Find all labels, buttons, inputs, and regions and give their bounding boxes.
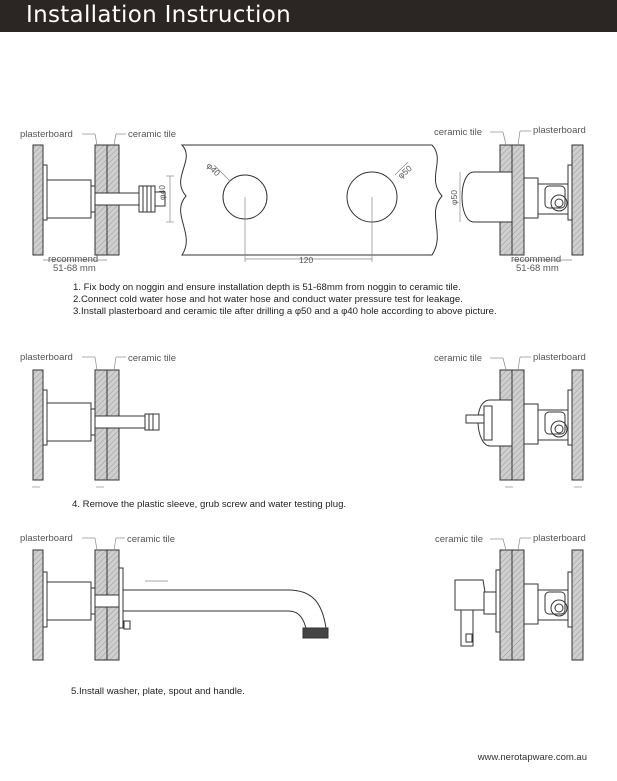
ceramic-tile-label-4: ceramic tile (434, 353, 482, 364)
depth-label-right: 51-68 mm (516, 263, 559, 274)
step1-left-diagram (32, 144, 174, 261)
ceramic-tile-label-5: ceramic tile (127, 534, 175, 545)
instruction-line-2: 2.Connect cold water hose and hot water … (73, 294, 463, 306)
website-footer: www.nerotapware.com.au (477, 752, 587, 763)
plasterboard-label-2: plasterboard (533, 125, 586, 136)
ceramic-tile-label-2: ceramic tile (434, 127, 482, 138)
spacing-dimension: 120 (299, 255, 313, 265)
tile-cutout-diagram (180, 144, 443, 262)
step2-instruction: 4. Remove the plastic sleeve, grub screw… (72, 499, 347, 510)
step1-right-diagram (459, 144, 584, 261)
phi40-dimension-left: φ40 (157, 185, 167, 200)
page-title: Installation Instruction (26, 2, 291, 28)
step3-left-diagram (32, 549, 329, 661)
plasterboard-label-5: plasterboard (20, 533, 73, 544)
step1-instructions: 1. Fix body on noggin and ensure install… (73, 282, 497, 319)
recommend-label-left: recommend (48, 254, 98, 265)
step3-right-diagram (454, 549, 584, 661)
title-bar: Installation Instruction (0, 0, 617, 32)
step2-right-diagram (465, 369, 584, 488)
instruction-line-1: 1. Fix body on noggin and ensure install… (73, 282, 461, 293)
depth-label-left: 51-68 mm (53, 263, 96, 274)
ceramic-tile-label-6: ceramic tile (435, 534, 483, 545)
plasterboard-label-6: plasterboard (533, 533, 586, 544)
plasterboard-label-4: plasterboard (533, 352, 586, 363)
instruction-line-3: 3.Install plasterboard and ceramic tile … (73, 306, 497, 318)
ceramic-tile-label-3: ceramic tile (128, 353, 176, 364)
phi50-dimension-right: φ50 (449, 190, 459, 205)
step2-left-diagram (32, 369, 160, 488)
plasterboard-label-1: plasterboard (20, 129, 73, 140)
ceramic-tile-label-1: ceramic tile (128, 129, 176, 140)
recommend-label-right: recommend (511, 254, 561, 265)
plasterboard-label-3: plasterboard (20, 352, 73, 363)
step3-instruction: 5.Install washer, plate, spout and handl… (71, 686, 245, 697)
